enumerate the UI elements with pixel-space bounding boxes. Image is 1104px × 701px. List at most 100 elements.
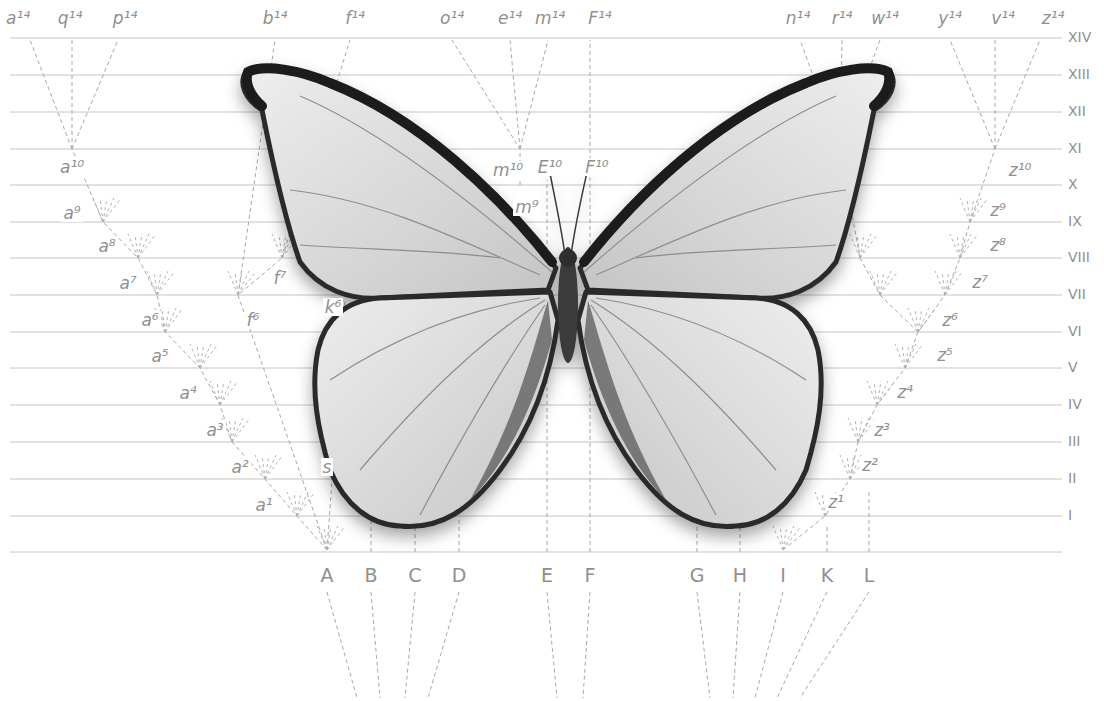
branch-fan [327, 526, 345, 550]
branch-fan [220, 381, 224, 405]
lineage-label: z⁶ [940, 311, 960, 330]
lineage-label: a¹⁴ [4, 9, 32, 28]
lineage-label: z¹⁴ [1040, 9, 1067, 28]
lineage-label: o¹⁴ [438, 9, 466, 28]
lineage-label: a⁵ [149, 347, 170, 366]
lineage-line [800, 592, 869, 698]
branch-fan [327, 526, 331, 550]
lineage-label: a² [229, 458, 250, 477]
branch-fan [255, 455, 265, 479]
branch-fan [905, 344, 909, 368]
lineage-line [740, 525, 741, 552]
branch-fan [190, 344, 200, 368]
branch-fan [279, 234, 282, 258]
branch-fan [902, 344, 905, 368]
level-line [10, 552, 1062, 553]
vein [591, 300, 776, 470]
lineage-label: m⁹ [513, 198, 540, 217]
branch-fan [860, 234, 864, 258]
branch-fan [880, 271, 898, 295]
species-letter: I [778, 565, 788, 586]
level-line [10, 479, 1062, 480]
lineage-label: z¹ [826, 493, 846, 512]
lineage-label: z⁷ [970, 273, 990, 292]
lineage-line [733, 592, 740, 698]
branch-fan [857, 234, 860, 258]
level-numeral: VIII [1066, 250, 1092, 265]
branch-fan [783, 526, 801, 550]
antenna [549, 168, 565, 255]
branch-fan [297, 492, 301, 516]
branch-fan [220, 381, 238, 405]
species-letter: K [819, 565, 835, 586]
level-numeral: XI [1066, 141, 1084, 156]
branch-fan [238, 271, 242, 295]
lineage-label: n¹⁴ [784, 9, 812, 28]
lineage-line [405, 592, 415, 698]
branch-fan [232, 418, 236, 442]
level-numeral: XIV [1066, 30, 1093, 45]
branch-fan [232, 418, 243, 442]
level-numeral: III [1066, 434, 1082, 449]
branch-fan [232, 418, 250, 442]
branch-fan [783, 526, 794, 550]
species-letter: E [539, 565, 555, 586]
branch-fan [327, 526, 338, 550]
branch-fan [238, 271, 249, 295]
left-wings [243, 68, 558, 526]
branch-fan [935, 271, 945, 295]
branch-fan [877, 381, 895, 405]
lineage-label: m¹⁴ [533, 9, 567, 28]
species-letter: A [319, 565, 336, 586]
lineage-label: p¹⁴ [111, 9, 139, 28]
vein [290, 190, 540, 275]
branch-fan [272, 234, 282, 258]
level-numeral: XIII [1066, 67, 1092, 82]
branch-fan [905, 344, 923, 368]
lineage-line [827, 525, 828, 552]
branch-fan [297, 492, 308, 516]
species-letter: C [406, 565, 423, 586]
branch-fan [960, 198, 970, 222]
branch-fan [220, 381, 231, 405]
lineage-label: a⁷ [117, 274, 138, 293]
lineage-label: a³ [204, 421, 225, 440]
branch-fan [918, 308, 929, 332]
lineage-label: f¹⁴ [343, 9, 367, 28]
species-letter: L [862, 565, 877, 586]
lineage-line [995, 40, 1040, 149]
branch-fan [165, 308, 183, 332]
level-line [10, 442, 1062, 443]
branch-fan [265, 455, 283, 479]
branch-fan [918, 308, 922, 332]
lineage-line [520, 40, 548, 149]
lineage-label: z⁸ [988, 236, 1008, 255]
wing-veins [584, 96, 846, 515]
hindwing-shade [470, 300, 552, 500]
species-letter: B [362, 565, 379, 586]
branch-fan [960, 234, 971, 258]
lineage-line [327, 592, 357, 698]
level-numeral: V [1066, 360, 1080, 375]
vein [591, 305, 716, 515]
level-line [10, 38, 1062, 39]
lineage-label: m¹⁰ [491, 161, 525, 180]
branch-fan [867, 381, 877, 405]
branch-fan [880, 271, 891, 295]
level-line [10, 112, 1062, 113]
branch-fan [165, 308, 176, 332]
level-line [10, 75, 1062, 76]
lineage-line [371, 592, 380, 698]
forewing [243, 69, 556, 298]
vein [360, 300, 545, 470]
species-letter: H [731, 565, 749, 586]
branch-fan [128, 234, 138, 258]
branch-fan [877, 381, 881, 405]
lineage-line [995, 40, 996, 149]
branch-fan [960, 234, 964, 258]
branch-fan [138, 234, 149, 258]
lineage-label: a⁶ [139, 311, 160, 330]
branch-fan [848, 418, 858, 442]
branch-fan [154, 271, 157, 295]
